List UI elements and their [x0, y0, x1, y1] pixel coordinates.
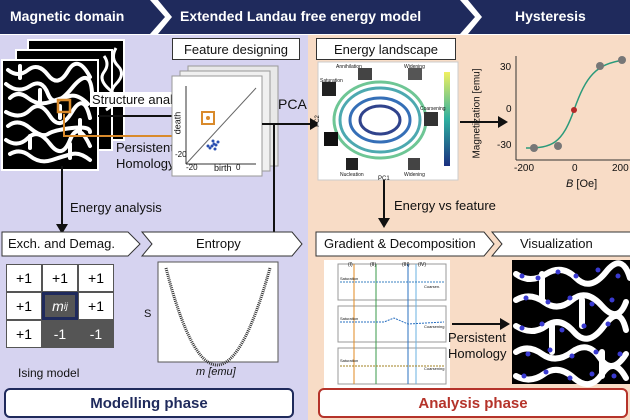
landscape-label-saturation: Saturation	[320, 78, 343, 84]
label-energy-analysis: Energy analysis	[70, 200, 162, 215]
header-hysteresis: Hysteresis	[515, 8, 586, 24]
ising-center-subscript: ij	[63, 301, 68, 311]
arrow-to-hysteresis	[460, 116, 508, 128]
landscape-label-nucleation: Nucleation	[340, 172, 364, 178]
visualization-image	[512, 260, 630, 387]
ising-cell-0-1: +1	[42, 264, 78, 292]
modelling-phase-box: Modelling phase	[4, 388, 294, 418]
analysis-phase-box: Analysis phase	[318, 388, 628, 418]
arrow-energy-analysis	[56, 166, 68, 234]
hysteresis-plot	[515, 56, 630, 161]
entropy-xlabel: m [emu]	[196, 366, 236, 378]
hysteresis-xlabel-var: B	[566, 178, 574, 190]
ising-cell-0-2: +1	[78, 264, 114, 292]
ising-caption: Ising model	[18, 366, 80, 380]
hysteresis-xtick-0: 0	[572, 163, 578, 174]
gradient-row-2-label: Saturation	[340, 316, 359, 321]
landscape-label-widening-top: Widening	[404, 64, 425, 70]
entropy-ylabel: S	[144, 308, 152, 320]
gradient-right-3: Coarsening	[424, 366, 445, 371]
landscape-label-widening-bottom: Widening	[404, 172, 425, 178]
gradient-region-3: (III)	[402, 262, 410, 268]
persistence-tick-x: -20	[186, 163, 198, 172]
label-homology-2: Homology	[448, 346, 507, 361]
landscape-label-coarsening: Coarsening	[420, 106, 446, 112]
label-pca: PCA	[278, 96, 307, 112]
gradient-row-3-label: Saturation	[340, 358, 359, 363]
tab-energy-landscape: Energy landscape	[316, 38, 456, 60]
landscape-label-annihilation: Annihilation	[336, 64, 362, 70]
ising-cell-1-0: +1	[6, 292, 42, 320]
tab-exch-demag: Exch. and Demag.	[8, 236, 115, 251]
label-persistent-2: Persistent	[448, 330, 506, 345]
hysteresis-ytick-0: 0	[506, 104, 512, 115]
tab-gradient-shape	[315, 231, 495, 257]
landscape-xlabel: PC1	[378, 176, 390, 182]
tab-visualization-shape	[490, 231, 630, 257]
hysteresis-xtick-200: 200	[612, 163, 629, 174]
ising-cell-2-1: -1	[42, 320, 78, 348]
tab-visualization: Visualization	[520, 236, 593, 251]
label-structure-analysis: Structure analysis	[90, 92, 198, 107]
persistence-tick-y: -20	[175, 150, 187, 159]
entropy-plot	[157, 261, 279, 367]
landscape-ylabel: PC2	[314, 115, 321, 127]
persistence-xlabel: birth	[214, 163, 232, 173]
gradient-right-2: Coarsening	[424, 324, 445, 329]
persistence-tick-x2: 0	[236, 163, 241, 172]
energy-landscape-plot	[317, 61, 459, 181]
tab-gradient-decomposition: Gradient & Decomposition	[324, 236, 476, 251]
ising-cell-2-2: -1	[78, 320, 114, 348]
ising-center-symbol: m	[52, 298, 64, 314]
arrow-persistent-homology-2	[452, 318, 510, 330]
ising-cell-1-2: +1	[78, 292, 114, 320]
gradient-row-1-label: Saturation	[340, 276, 359, 281]
domain-image-stack	[1, 39, 125, 171]
persistence-ylabel: death	[172, 111, 183, 135]
label-homology: Homology	[116, 156, 175, 171]
tab-entropy: Entropy	[196, 236, 241, 251]
hysteresis-xlabel: B [Oe]	[566, 178, 597, 190]
hysteresis-xtick-neg200: -200	[514, 163, 535, 174]
ising-cell-0-0: +1	[6, 264, 42, 292]
header-band	[0, 0, 630, 34]
gradient-region-4: (IV)	[418, 262, 427, 268]
arrow-energy-vs-feature	[378, 180, 390, 228]
arrow-entropy-up	[268, 123, 275, 234]
tab-exch-demag-shape	[1, 231, 141, 257]
tab-feature-designing: Feature designing	[172, 38, 300, 60]
label-persistent: Persistent	[116, 140, 174, 155]
gradient-right-1: Coarsen.	[424, 284, 441, 289]
header-extended-model: Extended Landau free energy model	[180, 8, 422, 24]
hysteresis-ytick-30: 30	[500, 62, 512, 73]
gradient-region-2: (II)	[370, 262, 377, 268]
gradient-region-1: (I)	[348, 262, 353, 268]
header-magnetic-domain: Magnetic domain	[10, 8, 125, 24]
hysteresis-ytick-neg30: -30	[497, 140, 512, 151]
gradient-plots	[324, 260, 450, 390]
hysteresis-xlabel-unit: [Oe]	[576, 178, 598, 190]
label-energy-vs-feature: Energy vs feature	[394, 198, 496, 213]
ising-cell-2-0: +1	[6, 320, 42, 348]
persistence-diagram	[171, 65, 279, 177]
hysteresis-ylabel: Magnetization [emu]	[471, 68, 483, 159]
tab-entropy-shape	[140, 231, 303, 257]
